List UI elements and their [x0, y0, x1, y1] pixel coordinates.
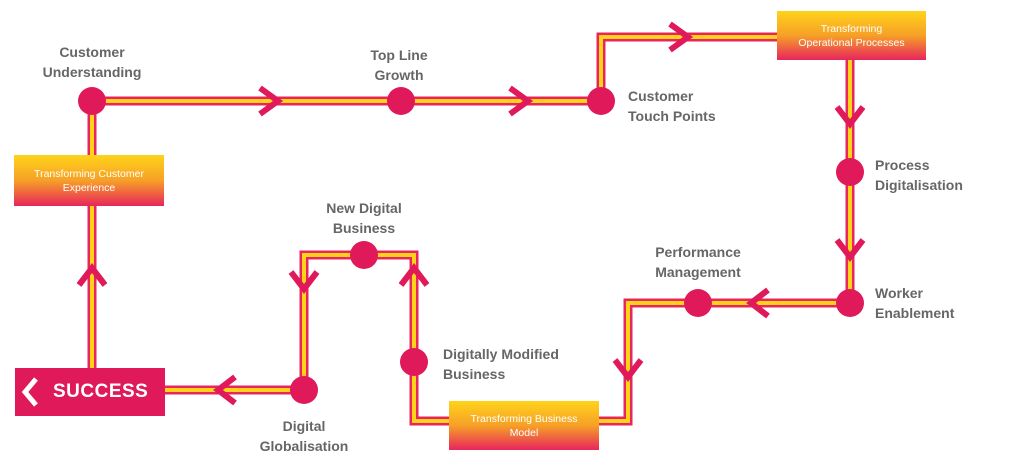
milestone-label-line: Digitalisation — [875, 177, 963, 193]
stage-box-line: Model — [509, 426, 539, 439]
milestone-dot-new-digital-business — [350, 241, 378, 269]
milestone-dot-performance-management — [684, 289, 712, 317]
milestone-label-line: Customer — [59, 44, 125, 60]
milestone-label-line: Management — [655, 264, 741, 280]
milestone-label-worker-enablement: Worker Enablement — [875, 283, 1005, 323]
milestone-label-process-digitalisation: Process Digitalisation — [875, 155, 1005, 195]
milestone-label-new-digital-business: New Digital Business — [299, 198, 429, 238]
arrow-left-icon — [746, 287, 770, 319]
arrow-down-icon — [834, 238, 866, 262]
milestone-label-line: Business — [443, 366, 506, 382]
stage-box-line: Transforming Customer — [34, 167, 144, 180]
milestone-label-digitally-modified-business: Digitally Modified Business — [443, 344, 593, 384]
milestone-label-line: Understanding — [42, 64, 142, 80]
milestone-label-line: Performance — [655, 244, 741, 260]
milestone-label-customer-understanding: Customer Understanding — [22, 42, 162, 82]
stage-box-transforming-operational-processes: Transforming Operational Processes — [777, 11, 926, 60]
chevron-left-icon — [21, 377, 38, 407]
milestone-label-line: Growth — [374, 67, 424, 83]
milestone-dot-digital-globalisation — [290, 376, 318, 404]
milestone-label-customer-touch-points: Customer Touch Points — [628, 86, 758, 126]
milestone-label-top-line-growth: Top Line Growth — [339, 45, 459, 85]
milestone-dot-customer-touch-points — [587, 87, 615, 115]
stage-box-transforming-business-model: Transforming Business Model — [449, 401, 599, 450]
milestone-label-performance-management: Performance Management — [628, 242, 768, 282]
milestone-dot-digitally-modified-business — [400, 348, 428, 376]
success-badge: SUCCESS — [15, 368, 165, 416]
milestone-label-line: Touch Points — [628, 108, 716, 124]
milestone-label-digital-globalisation: Digital Globalisation — [244, 416, 364, 456]
milestone-dot-customer-understanding — [78, 87, 106, 115]
stage-box-transforming-customer-experience: Transforming Customer Experience — [14, 155, 164, 206]
milestone-label-line: New Digital — [326, 200, 402, 216]
milestone-dot-process-digitalisation — [836, 158, 864, 186]
arrow-left-icon — [213, 374, 237, 406]
arrow-down-icon — [612, 358, 644, 382]
arrow-down-icon — [834, 105, 866, 129]
stage-box-line: Transforming — [820, 22, 883, 35]
stage-box-line: Transforming Business — [470, 412, 578, 425]
milestone-dot-worker-enablement — [836, 289, 864, 317]
success-label: SUCCESS — [53, 381, 149, 402]
arrow-down-icon — [288, 270, 320, 294]
milestone-label-line: Digitally Modified — [443, 346, 559, 362]
milestone-label-line: Business — [332, 220, 396, 236]
milestone-label-line: Globalisation — [259, 438, 349, 454]
milestone-label-line: Worker — [875, 285, 923, 301]
milestone-label-line: Top Line — [370, 47, 428, 63]
milestone-label-line: Process — [875, 157, 930, 173]
arrow-up-icon — [76, 263, 108, 287]
milestone-label-line: Enablement — [875, 305, 955, 321]
arrow-up-icon — [398, 263, 430, 287]
arrow-right-icon — [258, 85, 284, 117]
arrow-right-icon — [668, 21, 694, 53]
arrow-right-icon — [508, 85, 534, 117]
milestone-label-line: Customer — [628, 88, 694, 104]
stage-box-line: Experience — [62, 181, 116, 194]
stage-box-line: Operational Processes — [798, 36, 905, 49]
milestone-label-line: Digital — [282, 418, 326, 434]
milestone-dot-top-line-growth — [387, 87, 415, 115]
